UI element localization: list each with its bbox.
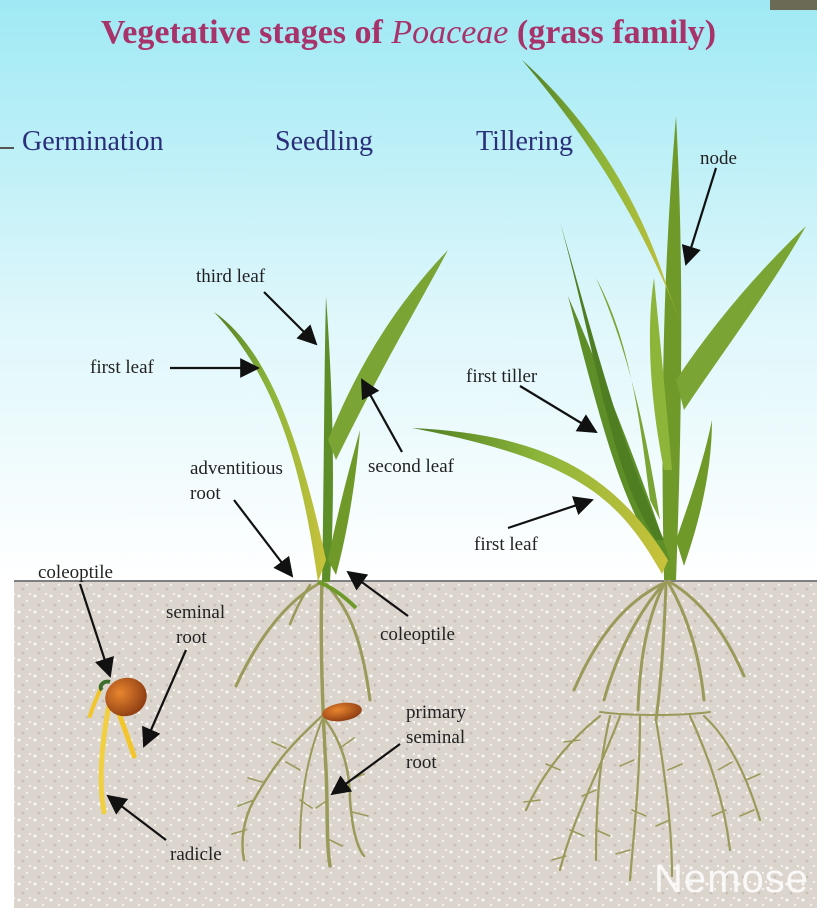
label-adventitious-root: adventitiousroot: [190, 456, 283, 506]
label-seminal-root-line1: seminal: [166, 600, 225, 625]
label-primary-seminal-root-line1: primary: [406, 700, 466, 725]
label-first-leaf-seedling: first leaf: [90, 355, 154, 380]
label-first-leaf-tillering: first leaf: [474, 532, 538, 557]
title-italic: Poaceae: [391, 14, 508, 51]
label-adventitious-root-line2: root: [190, 481, 283, 506]
label-first-tiller: first tiller: [466, 364, 537, 389]
label-adventitious-root-line1: adventitious: [190, 456, 283, 481]
label-seminal-root: seminalroot: [166, 600, 225, 650]
label-primary-seminal-root-line2: seminal: [406, 725, 466, 750]
stage-label-germination: Germination: [22, 126, 164, 158]
watermark: Nemose: [654, 857, 809, 902]
label-third-leaf: third leaf: [196, 264, 265, 289]
label-second-leaf: second leaf: [368, 454, 454, 479]
label-seminal-root-line2: root: [166, 625, 225, 650]
stage-label-seedling: Seedling: [275, 126, 373, 158]
stage-label-tillering: Tillering: [476, 126, 573, 158]
title-suffix: (grass family): [508, 14, 716, 51]
label-coleoptile-germination: coleoptile: [38, 560, 113, 585]
label-coleoptile-seedling: coleoptile: [380, 622, 455, 647]
label-node: node: [700, 146, 737, 171]
label-radicle: radicle: [170, 842, 222, 867]
corner-bar: [770, 0, 817, 10]
label-primary-seminal-root: primaryseminalroot: [406, 700, 466, 775]
label-primary-seminal-root-line3: root: [406, 750, 466, 775]
title-prefix: Vegetative stages of: [101, 14, 392, 51]
diagram-title: Vegetative stages of Poaceae (grass fami…: [0, 14, 817, 52]
